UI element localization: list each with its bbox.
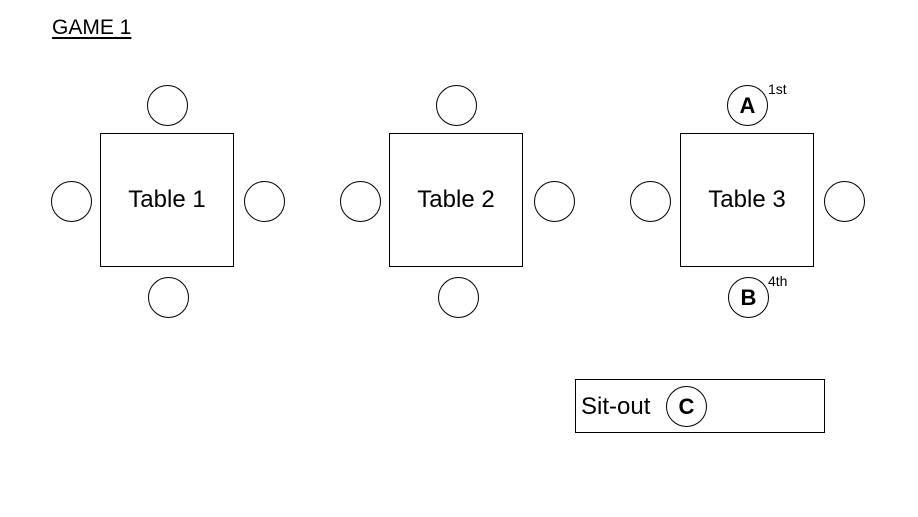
table-2-seat-bottom: [438, 277, 479, 318]
table-2-seat-left: [340, 181, 381, 222]
table-3: Table 3: [680, 133, 814, 267]
table-3-seat-left: [630, 181, 671, 222]
game-title: GAME 1: [52, 16, 132, 39]
table-2: Table 2: [389, 133, 523, 267]
table-1-seat-right: [244, 181, 285, 222]
table-3-seat-right: [824, 181, 865, 222]
table-3-bottom-order: 4th: [768, 273, 788, 289]
sitout-box: Sit-out: [575, 379, 825, 433]
table-1-seat-bottom: [148, 277, 189, 318]
table-1-seat-left: [51, 181, 92, 222]
table-3-top-order: 1st: [768, 81, 787, 97]
table-1-seat-top: [147, 85, 188, 126]
table-1: Table 1: [100, 133, 234, 267]
table-3-seat-bottom: B: [728, 277, 769, 318]
sitout-seat: C: [666, 386, 707, 427]
sitout-label: Sit-out: [581, 393, 651, 420]
table-2-seat-right: [534, 181, 575, 222]
table-3-seat-top: A: [727, 85, 768, 126]
table-2-seat-top: [436, 85, 477, 126]
